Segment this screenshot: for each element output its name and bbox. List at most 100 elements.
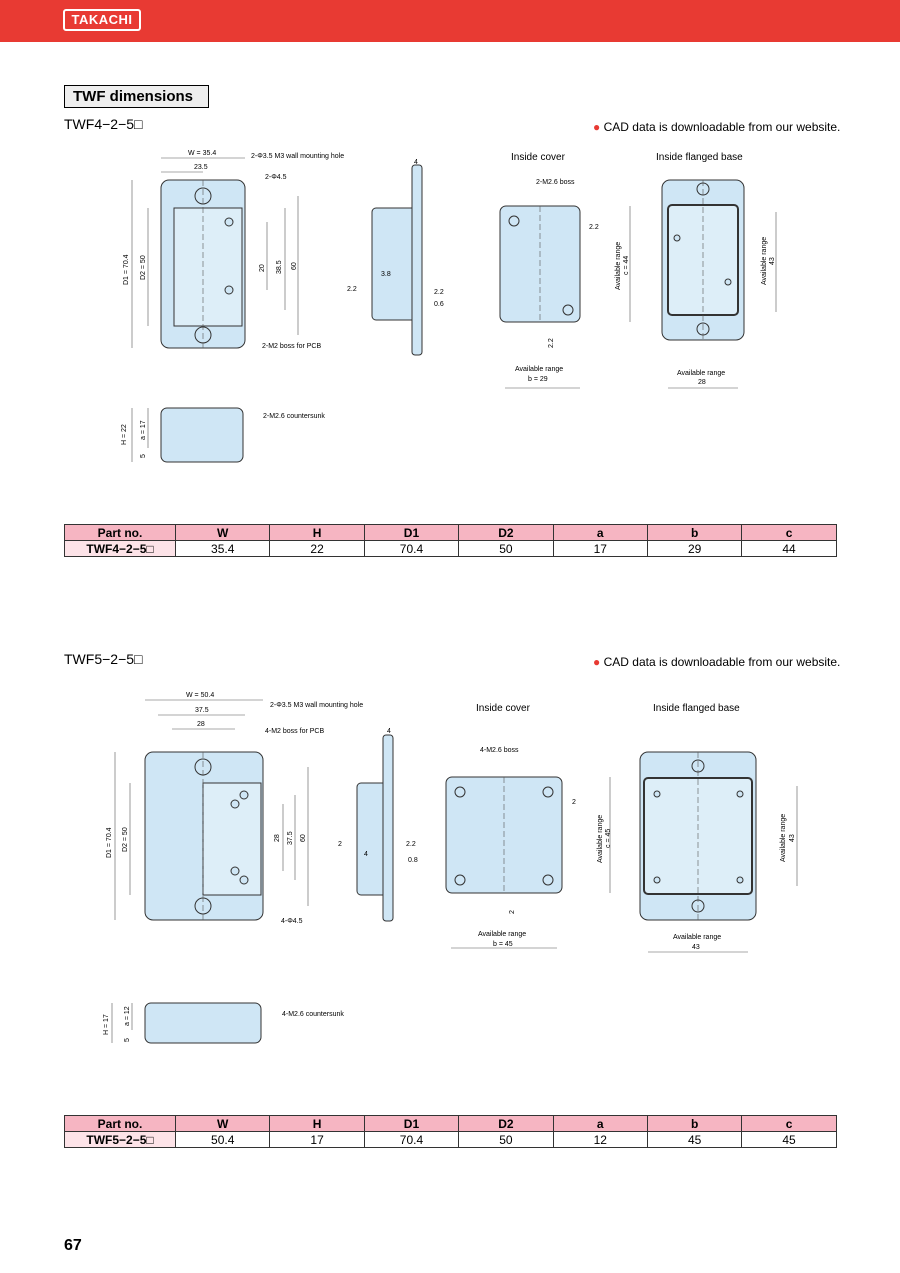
twf5-label-60: 60 — [300, 834, 307, 842]
twf5-base-boss-2 — [736, 790, 744, 798]
twf5-label-w: W = 50.4 — [186, 692, 214, 699]
twf4-inside-base-title: Inside flanged base — [656, 152, 743, 163]
cell-a: 17 — [552, 540, 648, 557]
twf4-label-side-06: 0.6 — [434, 301, 444, 308]
cell-h: 17 — [269, 1131, 365, 1148]
cell-a: 12 — [552, 1131, 648, 1148]
th-b: b — [646, 524, 743, 541]
page-number: 67 — [64, 1237, 82, 1254]
cell-d2: 50 — [458, 1131, 554, 1148]
twf4-label-side-4: 4 — [414, 159, 418, 166]
model-title-twf4: TWF4−2−5□ — [64, 116, 143, 132]
twf4-label-c44: c = 44 — [623, 256, 630, 275]
th-part-no: Part no. — [64, 1115, 176, 1132]
twf5-label-base-avail: Available range — [673, 934, 721, 941]
twf4-label-20: 20 — [259, 264, 266, 272]
twf5-front-inner — [202, 782, 262, 896]
twf4-spec-table: Part no. W H D1 D2 a b c TWF4−2−5□ 35.4 … — [64, 524, 837, 557]
th-a: a — [552, 1115, 648, 1132]
cad-note-text: CAD data is downloadable from our websit… — [603, 655, 841, 669]
table-header-row: Part no. W H D1 D2 a b c — [64, 1115, 837, 1132]
th-h: H — [269, 1115, 365, 1132]
twf5-label-h17: H = 17 — [103, 1014, 110, 1035]
twf5-label-28: 28 — [274, 834, 281, 842]
twf4-base-boss-1 — [673, 234, 681, 242]
twf5-label-phi45: 4-Φ4.5 — [281, 918, 303, 925]
twf4-boss-1 — [224, 217, 234, 227]
twf5-label-c2b: 2 — [509, 910, 516, 914]
twf4-label-d2: D2 = 50 — [140, 255, 147, 280]
th-d2: D2 — [458, 1115, 554, 1132]
cell-w: 35.4 — [174, 540, 271, 557]
twf5-boss-1 — [230, 799, 240, 809]
twf5-label-wall-hole: 2-Φ3.5 M3 wall mounting hole — [270, 702, 363, 709]
twf4-side-low — [160, 407, 244, 463]
twf5-label-c2: 2 — [572, 799, 576, 806]
cell-c: 44 — [741, 540, 837, 557]
bullet-icon: ● — [593, 120, 601, 134]
twf5-side-flange — [382, 734, 394, 922]
twf5-label-d1: D1 = 70.4 — [106, 827, 113, 858]
th-d2: D2 — [458, 524, 554, 541]
twf5-base-boss-1 — [653, 790, 661, 798]
twf5-inside-base-title: Inside flanged base — [653, 703, 740, 714]
twf5-label-c45: c = 45 — [605, 829, 612, 848]
cell-b: 45 — [646, 1131, 743, 1148]
twf4-label-base-avail: Available range — [677, 370, 725, 377]
th-d1: D1 — [363, 524, 460, 541]
twf4-label-60: 60 — [291, 262, 298, 270]
twf4-label-side-22a: 2.2 — [347, 286, 357, 293]
twf5-inside-cover-title: Inside cover — [476, 703, 531, 714]
twf5-boss-4 — [239, 875, 249, 885]
twf5-label-avail: Available range — [597, 815, 604, 863]
cell-h: 22 — [269, 540, 365, 557]
twf4-label-avail3: Available range — [761, 237, 768, 285]
twf5-label-countersunk: 4-M2.6 countersunk — [282, 1011, 344, 1018]
twf4-label-avail2: Available range — [515, 366, 563, 373]
twf4-label-a17: a = 17 — [140, 420, 147, 440]
twf4-label-w2: 23.5 — [194, 164, 208, 171]
twf4-label-boss-pcb: 2-M2 boss for PCB — [262, 343, 321, 350]
twf5-cover-boss-4 — [542, 874, 554, 886]
twf4-label-w: W = 35.4 — [188, 150, 216, 157]
twf4-inside-cover-title: Inside cover — [511, 152, 566, 163]
twf4-label-c22b: 2.2 — [548, 338, 555, 348]
twf5-label-side-08: 0.8 — [408, 857, 418, 864]
twf5-label-side-2: 2 — [338, 841, 342, 848]
twf5-cover-boss-3 — [454, 874, 466, 886]
twf4-label-d1: D1 = 70.4 — [123, 254, 130, 285]
twf4-label-avail: Available range — [615, 242, 622, 290]
twf5-label-side-4b: 4 — [364, 851, 368, 858]
cell-d1: 70.4 — [363, 540, 460, 557]
twf4-label-phi45: 2-Φ4.5 — [265, 174, 287, 181]
twf4-label-wall-hole: 2-Φ3.5 M3 wall mounting hole — [251, 153, 344, 160]
table-header-row: Part no. W H D1 D2 a b c — [64, 524, 837, 541]
twf5-label-43: 43 — [789, 834, 796, 842]
th-w: W — [174, 524, 271, 541]
bullet-icon: ● — [593, 655, 601, 669]
twf5-label-h5: 5 — [124, 1038, 131, 1042]
cad-note-twf4: ● CAD data is downloadable from our webs… — [593, 120, 840, 134]
th-d1: D1 — [363, 1115, 460, 1132]
twf4-label-m26boss: 2-M2.6 boss — [536, 179, 575, 186]
model-title-twf5: TWF5−2−5□ — [64, 651, 143, 667]
twf5-cover-boss-2 — [542, 786, 554, 798]
twf4-label-c22: 2.2 — [589, 224, 599, 231]
twf5-base-boss-3 — [653, 876, 661, 884]
twf5-label-a12: a = 12 — [124, 1006, 131, 1026]
twf5-label-w3: 28 — [197, 721, 205, 728]
twf4-boss-2 — [224, 285, 234, 295]
th-c: c — [741, 1115, 837, 1132]
cad-note-twf5: ● CAD data is downloadable from our webs… — [593, 655, 840, 669]
twf4-label-side-38: 3.8 — [381, 271, 391, 278]
twf5-cover-boss-1 — [454, 786, 466, 798]
cell-c: 45 — [741, 1131, 837, 1148]
twf5-label-b45: b = 45 — [493, 941, 513, 948]
header-bar: TAKACHI — [0, 0, 900, 42]
twf5-label-avail2: Available range — [478, 931, 526, 938]
twf4-side-flange — [411, 164, 423, 356]
twf5-label-w2: 37.5 — [195, 707, 209, 714]
twf5-label-side-22: 2.2 — [406, 841, 416, 848]
twf4-label-h22: H = 22 — [121, 424, 128, 445]
